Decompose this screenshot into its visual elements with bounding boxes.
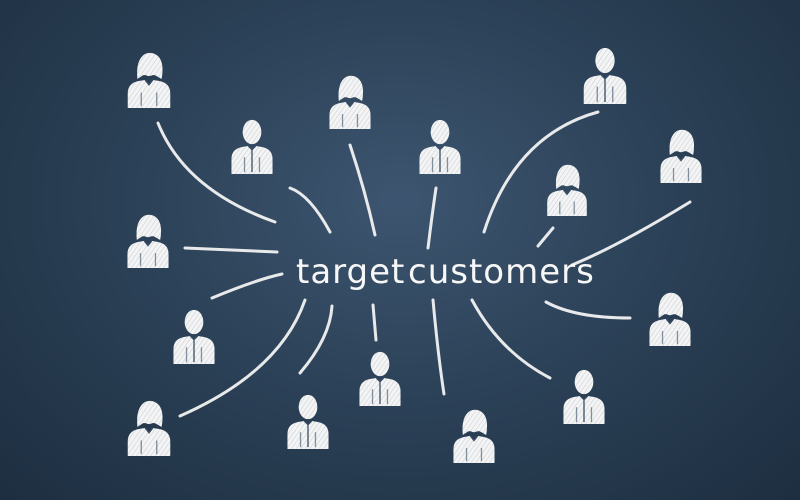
connector-line bbox=[156, 121, 277, 224]
connector-line bbox=[210, 272, 284, 300]
man-icon bbox=[230, 119, 274, 174]
woman-icon bbox=[452, 409, 496, 463]
woman-icon bbox=[127, 52, 171, 108]
connector-line bbox=[298, 304, 334, 375]
man-icon bbox=[172, 309, 216, 364]
connector-line bbox=[178, 298, 307, 418]
connector-line bbox=[371, 303, 378, 342]
connector-line bbox=[470, 298, 552, 380]
woman-icon bbox=[659, 129, 703, 183]
connector-line bbox=[431, 298, 446, 396]
woman-icon bbox=[126, 214, 170, 268]
connector-line bbox=[288, 186, 332, 234]
woman-icon bbox=[648, 292, 692, 346]
woman-icon bbox=[546, 164, 588, 216]
connector-lines bbox=[156, 110, 692, 418]
man-icon bbox=[418, 119, 462, 174]
man-icon bbox=[358, 351, 402, 406]
connector-line bbox=[183, 246, 279, 254]
man-icon bbox=[562, 369, 606, 424]
connector-line bbox=[482, 110, 600, 234]
title-word-target: target bbox=[296, 252, 405, 292]
woman-icon bbox=[328, 75, 372, 129]
connector-line bbox=[348, 143, 377, 237]
connector-line bbox=[426, 186, 438, 250]
man-icon bbox=[286, 394, 330, 449]
woman-icon bbox=[127, 400, 171, 456]
connector-line bbox=[536, 226, 555, 248]
title-word-customers: customers bbox=[408, 252, 595, 292]
connector-line bbox=[570, 200, 692, 267]
connector-line bbox=[544, 300, 632, 320]
man-icon bbox=[583, 47, 627, 104]
